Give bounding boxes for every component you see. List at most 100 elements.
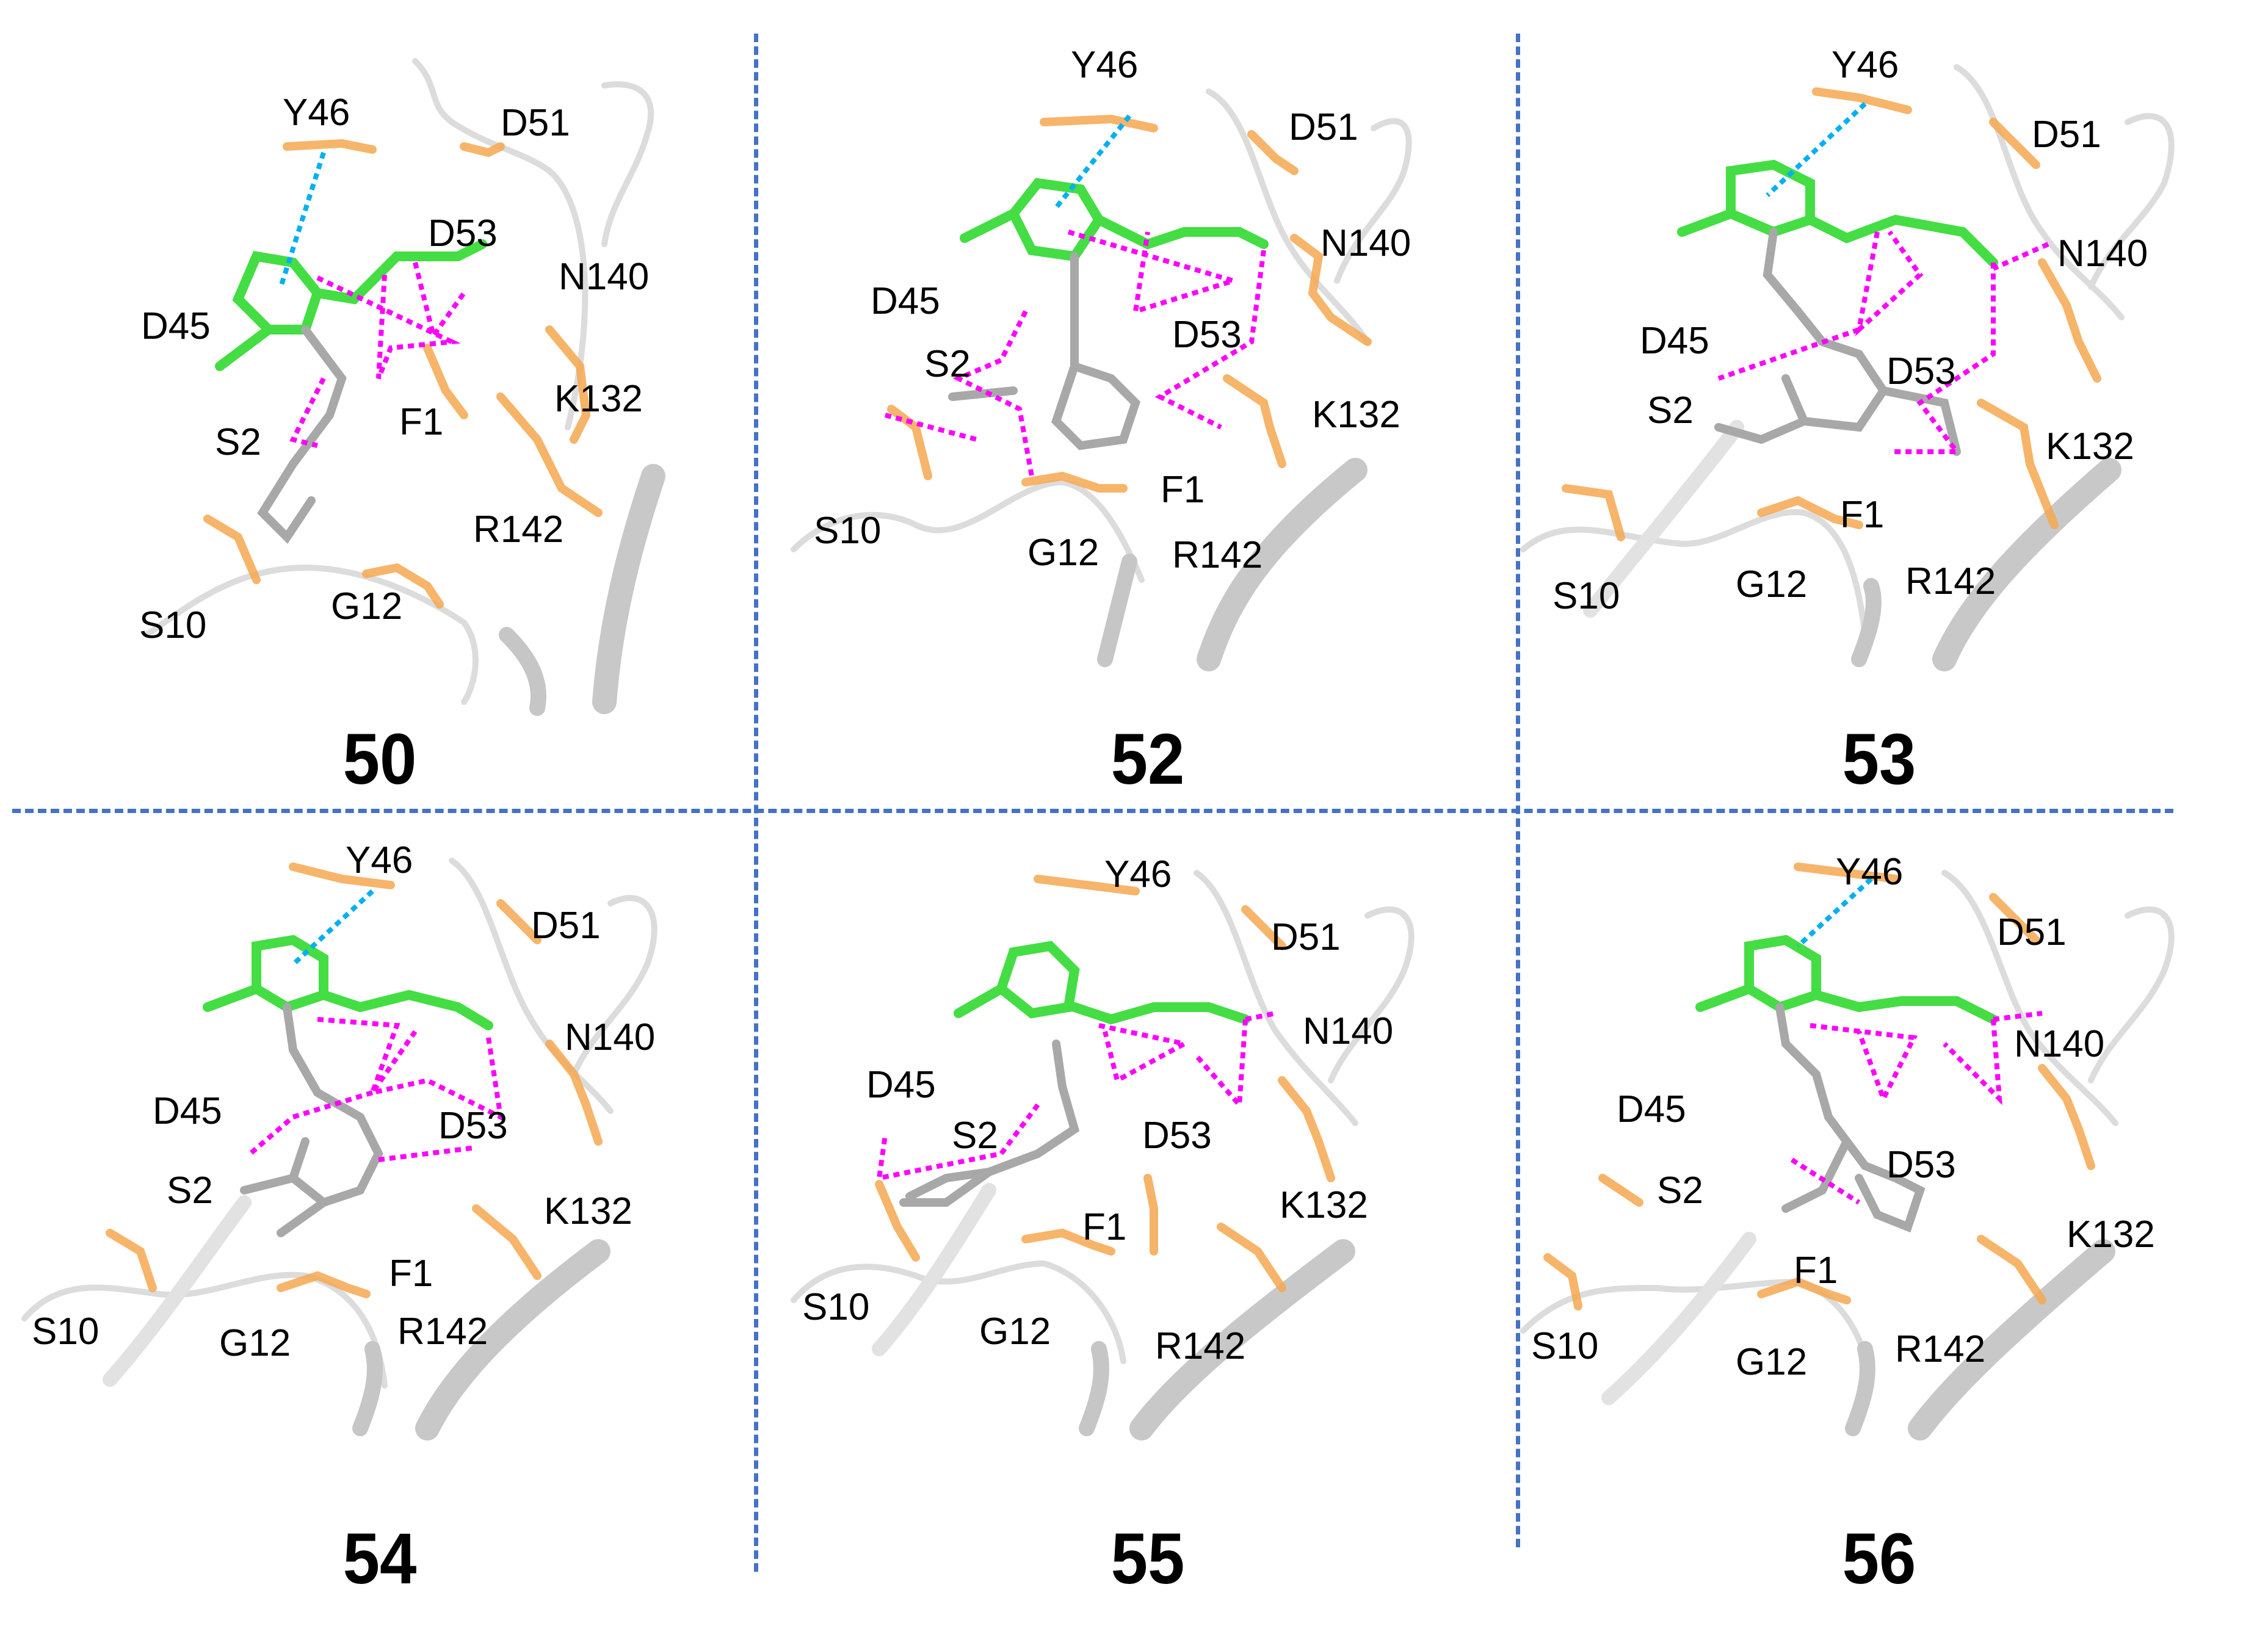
residue-label-f1-panel-50: F1 xyxy=(399,401,444,443)
residue-label-y46-panel-50: Y46 xyxy=(283,92,350,134)
hbond-lines xyxy=(289,262,466,448)
compound-label-52: 52 xyxy=(1110,719,1185,800)
residue-label-d51-panel-56: D51 xyxy=(1997,911,2067,953)
residue-label-d45-panel-53: D45 xyxy=(1640,320,1709,362)
residue-label-d45-panel-50: D45 xyxy=(141,305,211,347)
residue-label-d51-panel-50: D51 xyxy=(501,102,570,144)
protein-ribbon xyxy=(1520,64,2175,671)
residue-label-f1-panel-53: F1 xyxy=(1840,494,1885,536)
residue-label-d51-panel-54: D51 xyxy=(531,905,601,947)
residue-label-d51-panel-53: D51 xyxy=(2032,114,2101,156)
panel-compound-50 xyxy=(0,0,754,809)
compound-label-54: 54 xyxy=(342,1519,417,1599)
pi-stacking-line xyxy=(1054,114,1132,209)
protein-ribbon xyxy=(791,870,1415,1441)
pi-stacking-line xyxy=(278,151,326,288)
compound-label-50: 50 xyxy=(342,719,417,800)
residue-label-s2-panel-55: S2 xyxy=(952,1115,998,1157)
residue-label-r142-panel-53: R142 xyxy=(1905,560,1996,602)
hbond-lines xyxy=(876,1011,1277,1182)
residue-label-s2-panel-54: S2 xyxy=(167,1170,213,1212)
residue-label-n140-panel-53: N140 xyxy=(2057,233,2148,275)
ligand-fragment xyxy=(899,1039,1080,1207)
hbond-lines xyxy=(884,230,1266,477)
residue-label-s10-panel-56: S10 xyxy=(1531,1325,1599,1367)
binding-pose-render xyxy=(791,870,1415,1441)
residue-label-g12-panel-56: G12 xyxy=(1736,1341,1808,1383)
residue-label-f1-panel-52: F1 xyxy=(1161,469,1205,511)
ligand-fragment xyxy=(1714,228,1961,456)
residue-sticks xyxy=(875,875,1335,1292)
panel-compound-53 xyxy=(1517,0,2268,809)
panel-compound-56 xyxy=(1517,812,2268,1645)
residue-label-g12-panel-52: G12 xyxy=(1027,532,1100,574)
residue-label-r142-panel-50: R142 xyxy=(473,508,564,551)
residue-label-f1-panel-55: F1 xyxy=(1082,1206,1127,1248)
residue-label-y46-panel-55: Y46 xyxy=(1104,853,1172,895)
binding-pose-render xyxy=(791,89,1412,671)
residue-label-s10-panel-52: S10 xyxy=(814,510,882,552)
binding-pose-render xyxy=(1520,862,2175,1441)
residue-label-y46-panel-53: Y46 xyxy=(1831,44,1899,86)
residue-label-y46-panel-52: Y46 xyxy=(1071,44,1139,86)
panel-compound-52 xyxy=(757,0,1514,809)
residue-label-g12-panel-54: G12 xyxy=(219,1322,291,1364)
ligand-core xyxy=(1695,935,1998,1024)
horizontal-divider xyxy=(12,809,2173,813)
vertical-divider-right xyxy=(1516,34,1520,1547)
residue-label-d45-panel-56: D45 xyxy=(1617,1088,1686,1130)
ligand-fragment xyxy=(257,325,347,544)
residue-label-d45-panel-54: D45 xyxy=(153,1090,222,1132)
residue-label-d51-panel-55: D51 xyxy=(1271,916,1341,958)
ligand-core xyxy=(954,941,1250,1025)
residue-label-d53-panel-54: D53 xyxy=(438,1105,508,1147)
residue-label-f1-panel-54: F1 xyxy=(389,1253,433,1295)
binding-pose-render xyxy=(143,58,665,716)
panel-compound-55 xyxy=(757,812,1514,1645)
ligand-fragment xyxy=(1775,1003,1926,1233)
residue-label-d53-panel-52: D53 xyxy=(1172,314,1242,356)
residue-sticks xyxy=(1562,87,2101,541)
residue-label-y46-panel-54: Y46 xyxy=(346,839,413,881)
protein-ribbon xyxy=(1520,870,2175,1441)
ligand-core xyxy=(215,239,487,371)
compound-label-56: 56 xyxy=(1842,1519,1916,1599)
panel-compound-54 xyxy=(0,812,754,1645)
binding-pose-render xyxy=(21,858,658,1441)
residue-label-y46-panel-56: Y46 xyxy=(1836,851,1904,893)
residue-label-r142-panel-55: R142 xyxy=(1155,1325,1246,1367)
residue-label-n140-panel-52: N140 xyxy=(1321,222,1411,264)
pi-stacking-line xyxy=(1766,102,1867,197)
binding-pose-render xyxy=(1520,64,2175,671)
residue-label-r142-panel-54: R142 xyxy=(397,1311,488,1353)
residue-label-s10-panel-54: S10 xyxy=(32,1311,100,1353)
protein-ribbon xyxy=(21,858,658,1441)
residue-label-n140-panel-55: N140 xyxy=(1303,1010,1394,1052)
compound-label-55: 55 xyxy=(1110,1519,1185,1599)
protein-ribbon xyxy=(143,58,665,716)
vertical-divider-left xyxy=(754,34,758,1572)
residue-label-d53-panel-56: D53 xyxy=(1886,1144,1956,1186)
residue-sticks xyxy=(106,862,603,1298)
hbond-lines xyxy=(1790,1011,2043,1205)
residue-label-d53-panel-53: D53 xyxy=(1886,350,1956,392)
residue-label-d53-panel-55: D53 xyxy=(1142,1115,1212,1157)
residue-label-n140-panel-56: N140 xyxy=(2014,1023,2105,1065)
residue-label-g12-panel-50: G12 xyxy=(331,585,403,627)
ligand-fragment xyxy=(240,1003,383,1237)
residue-label-d53-panel-50: D53 xyxy=(428,212,498,255)
residue-label-r142-panel-56: R142 xyxy=(1895,1328,1986,1370)
residue-label-k132-panel-54: K132 xyxy=(544,1190,632,1232)
residue-sticks xyxy=(203,139,603,609)
protein-ribbon xyxy=(791,89,1412,671)
hbond-lines xyxy=(1717,230,2049,454)
ligand-core xyxy=(203,935,493,1030)
residue-label-k132-panel-56: K132 xyxy=(2067,1213,2155,1256)
residue-label-k132-panel-50: K132 xyxy=(554,378,643,420)
residue-label-s10-panel-53: S10 xyxy=(1552,575,1620,617)
pi-stacking-line xyxy=(291,889,374,966)
pi-stacking-line xyxy=(1796,877,1873,948)
residue-label-d45-panel-52: D45 xyxy=(871,280,940,322)
ligand-core xyxy=(1677,159,1998,267)
residue-label-s10-panel-55: S10 xyxy=(802,1286,870,1328)
